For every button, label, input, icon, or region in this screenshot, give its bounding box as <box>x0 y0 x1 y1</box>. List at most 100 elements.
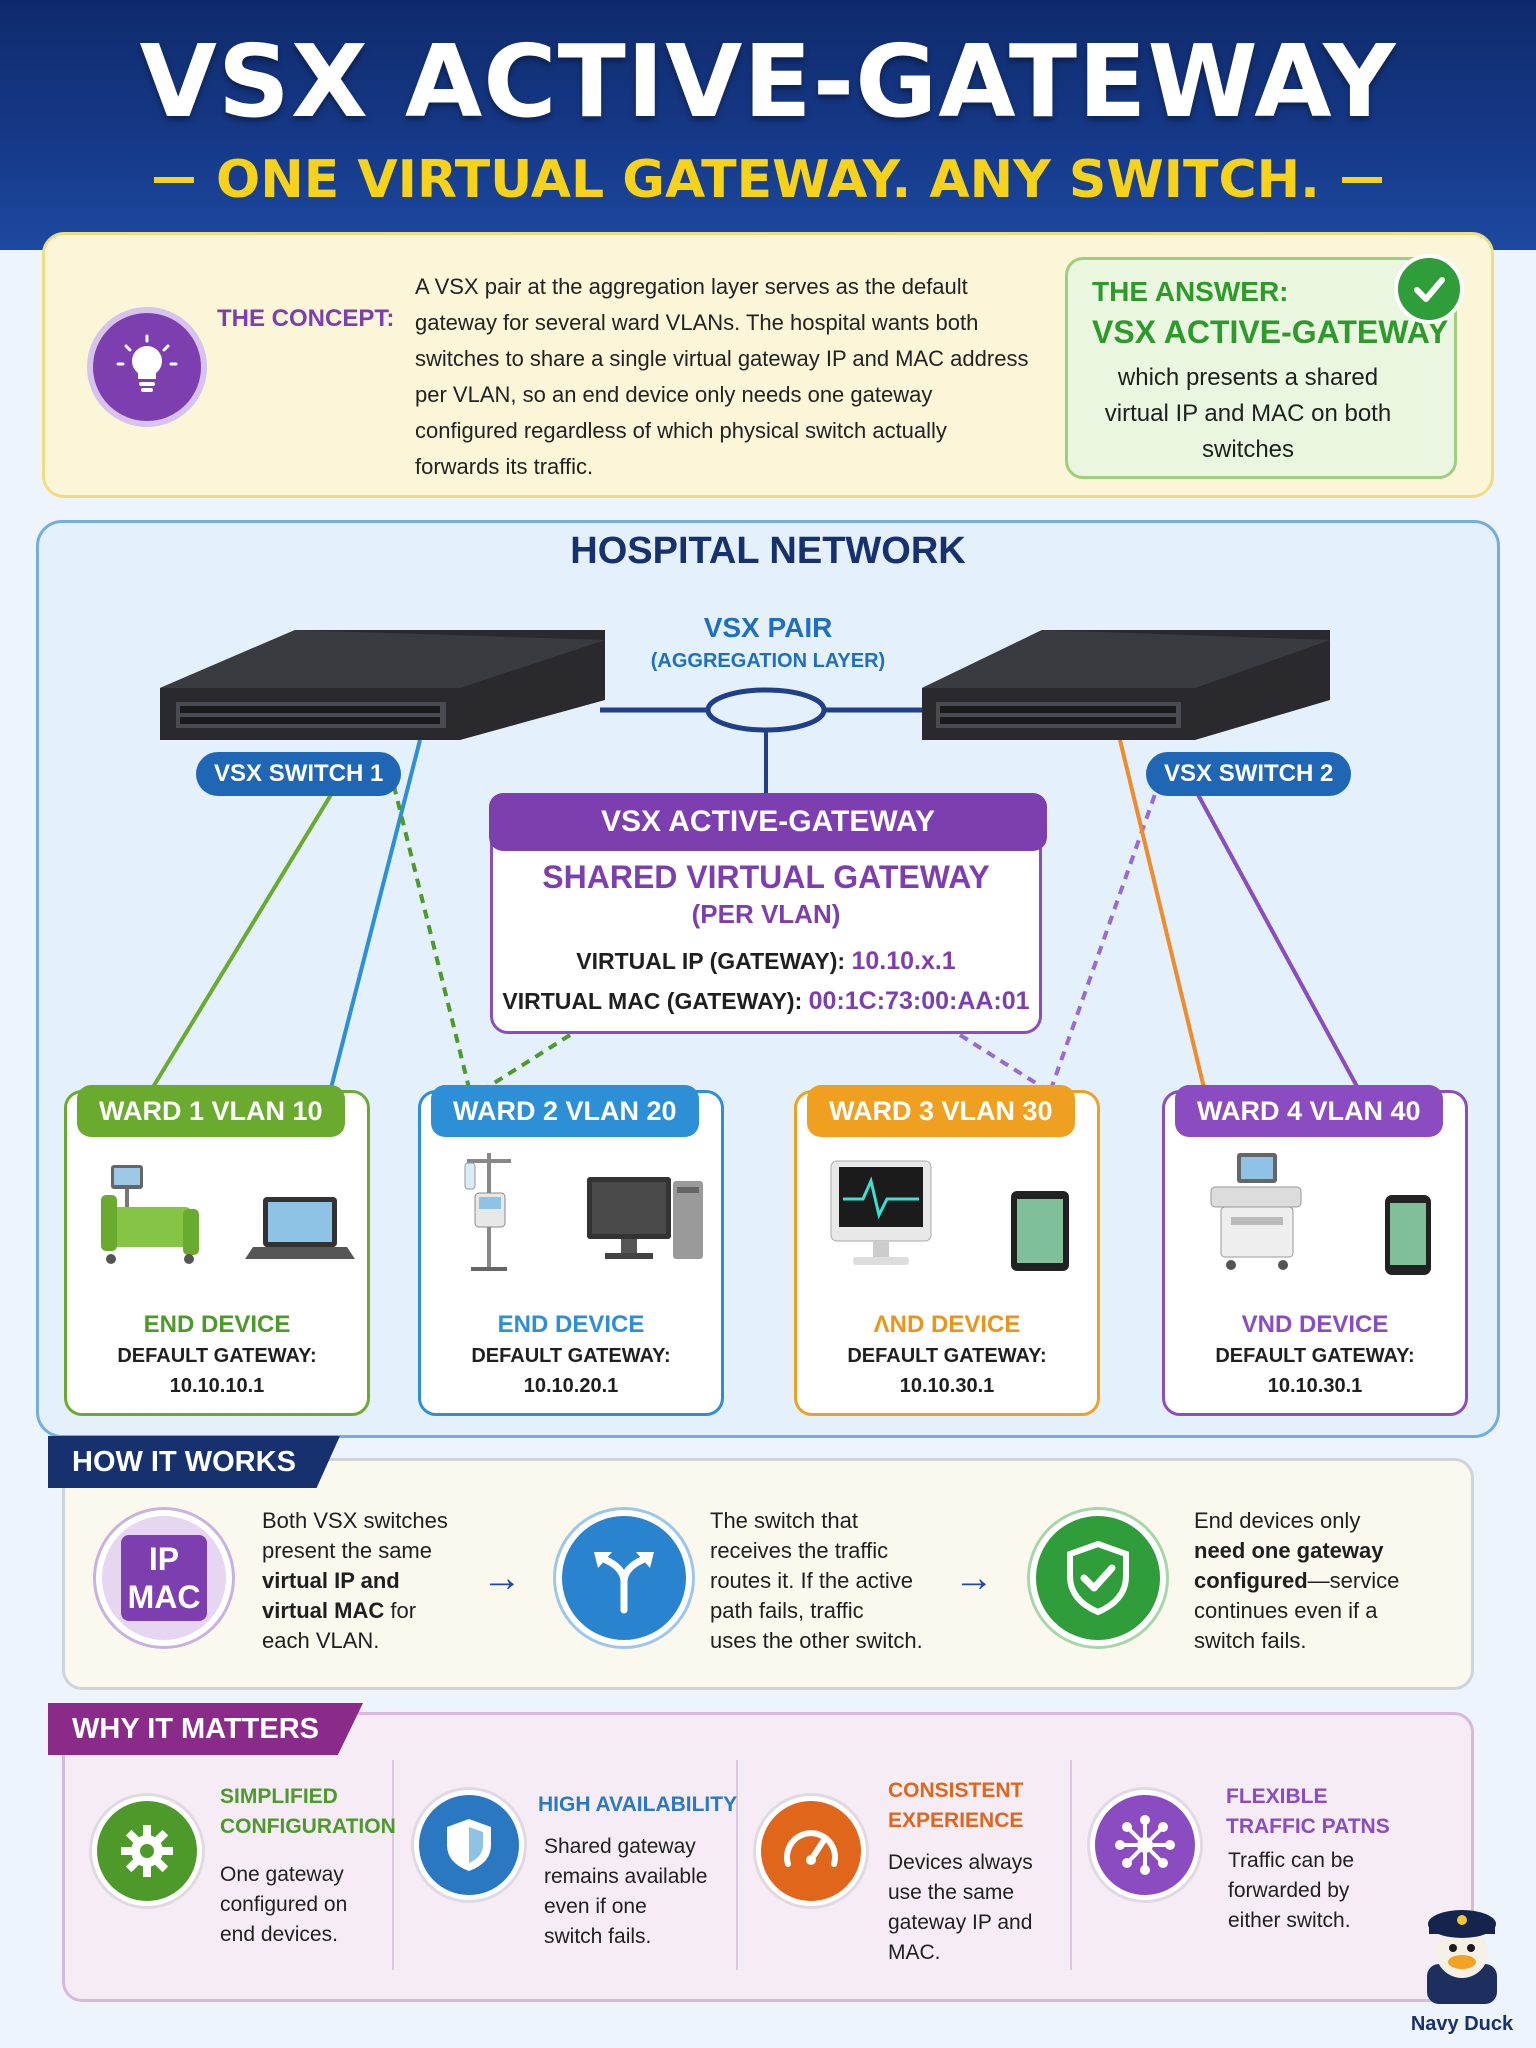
ip-mac-icon: IP MAC <box>96 1510 232 1646</box>
ultrasound-machine-icon <box>1210 1153 1302 1270</box>
smartphone-icon <box>1385 1195 1431 1275</box>
why-3-title-line: EXPERIENCE <box>888 1809 1024 1832</box>
ward-3-gateway-label: DEFAULT GATEWAY: <box>847 1345 1047 1367</box>
network-title: HOSPITAL NETWORK <box>570 530 966 572</box>
ward-3-title: WARD 3 VLAN 30 <box>807 1085 1075 1137</box>
answer-title: VSX ACTIVE-GATEWAY <box>1092 314 1449 350</box>
ward-3-device-label: ɅND DEVICE <box>873 1311 1021 1338</box>
why-4-title: FLEXIBLE TRAFFIC PATNS <box>1226 1782 1390 1842</box>
answer-label: THE ANSWER: <box>1092 276 1289 307</box>
tablet-icon <box>1011 1191 1069 1271</box>
active-gateway-box: VSX ACTIVE-GATEWAY SHARED VIRTUAL GATEWA… <box>489 793 1047 1034</box>
ward-1-gateway-ip: 10.10.10.1 <box>169 1375 265 1397</box>
divider <box>1070 1760 1072 1970</box>
why-4-text-line: Traffic can be <box>1228 1849 1355 1872</box>
why-2-text-line: Shared gateway <box>544 1835 696 1858</box>
how-step-2-line: uses the other switch. <box>710 1628 923 1653</box>
how-step-1-bold: virtual MAC <box>262 1598 385 1623</box>
how-step-3-line: continues even if a <box>1194 1598 1378 1623</box>
arrow-right-icon: → <box>954 1556 994 1600</box>
how-step-1-line: each VLAN. <box>262 1628 380 1653</box>
why-3-text: Devices always use the same gateway IP a… <box>888 1848 1033 1968</box>
how-it-works-tag: HOW IT WORKS <box>48 1436 340 1488</box>
active-gateway-header: VSX ACTIVE-GATEWAY <box>489 793 1047 851</box>
page-title: VSX ACTIVE-GATEWAY <box>139 23 1397 140</box>
why-1-text-line: One gateway <box>220 1863 344 1886</box>
switch-2-label: VSX SWITCH 2 <box>1146 752 1352 796</box>
divider <box>392 1760 394 1970</box>
virtual-mac-value: 00:1C:73:00:AA:01 <box>808 987 1030 1015</box>
vsx-switch-2-image <box>922 630 1330 740</box>
how-step-2-line: path fails, traffic <box>710 1598 864 1623</box>
link-sw1-ward2-backup <box>388 769 472 1093</box>
why-2-text-line: switch fails. <box>544 1925 652 1948</box>
vsx-switch-1-image <box>160 630 605 740</box>
why-it-matters-panel <box>62 1712 1474 2002</box>
how-step-3-bold: need one gateway <box>1194 1538 1384 1563</box>
link-ag-ward2 <box>478 1033 572 1094</box>
why-1-text-line: configured on <box>220 1893 348 1916</box>
gear-icon <box>92 1796 202 1906</box>
brand-name: Navy Duck <box>1410 2013 1514 2035</box>
ward-1-device-label: END DEVICE <box>143 1311 291 1338</box>
ward-4-device-label: VND DEVICE <box>1241 1311 1389 1338</box>
how-step-3-line: End devices only <box>1194 1508 1361 1533</box>
vsx-pair-title: VSX PAIR <box>703 612 833 643</box>
how-step-2-text: The switch that receives the traffic rou… <box>710 1506 923 1656</box>
why-1-title-line: SIMPLIFIED <box>220 1785 338 1808</box>
ward-2-devices <box>464 1153 703 1271</box>
vsx-pair-subtitle: (AGGREGATION LAYER) <box>650 650 886 672</box>
why-3-title-line: CONSISTENT <box>888 1779 1024 1802</box>
ward-2-title: WARD 2 VLAN 20 <box>431 1085 699 1137</box>
isl-link-ring <box>705 687 827 733</box>
why-3-text-line: Devices always <box>888 1851 1033 1874</box>
header: VSX ACTIVE-GATEWAY ONE VIRTUAL GATEWAY. … <box>0 0 1536 250</box>
ward-4-title: WARD 4 VLAN 40 <box>1175 1085 1443 1137</box>
ward-2-card: WARD 2 VLAN 20 END DEVICE DEFAULT GATEWA… <box>418 1085 724 1416</box>
how-step-1-line: for <box>384 1598 417 1623</box>
ward-2-gateway-label: DEFAULT GATEWAY: <box>471 1345 671 1367</box>
speedometer-icon <box>756 1796 866 1906</box>
why-it-matters-tag: WHY IT MATTERS <box>48 1703 364 1755</box>
answer-card: THE ANSWER: VSX ACTIVE-GATEWAY which pre… <box>1065 254 1464 479</box>
why-2-title: HIGH AVAILABILITY <box>538 1793 738 1816</box>
why-4-title-line: TRAFFIC PATNS <box>1226 1815 1390 1838</box>
why-1-text-line: end devices. <box>220 1923 338 1946</box>
how-step-3-text: End devices only need one gateway config… <box>1194 1506 1399 1656</box>
ward-2-gateway-ip: 10.10.20.1 <box>523 1375 619 1397</box>
checkmark-icon <box>1394 254 1464 324</box>
fork-arrows-icon <box>556 1510 692 1646</box>
lightbulb-icon <box>87 307 207 427</box>
switch-1-label: VSX SWITCH 1 <box>196 752 402 796</box>
shield-check-icon <box>1030 1510 1166 1646</box>
why-4-text: Traffic can be forwarded by either switc… <box>1228 1846 1354 1936</box>
shared-gateway-subtitle: (PER VLAN) <box>691 899 841 929</box>
virtual-mac-label: VIRTUAL MAC (GATEWAY): <box>502 988 803 1014</box>
ip-mac-icon-line2: MAC <box>127 1579 201 1615</box>
shared-gateway-title: SHARED VIRTUAL GATEWAY <box>542 859 990 895</box>
virtual-ip-label: VIRTUAL IP (GATEWAY): <box>576 948 846 974</box>
why-3-title: CONSISTENT EXPERIENCE <box>888 1776 1023 1836</box>
link-sw2-ward4 <box>1118 739 1207 1093</box>
why-4-text-line: either switch. <box>1228 1909 1351 1932</box>
desktop-computer-icon <box>587 1177 703 1259</box>
concept-panel: THE CONCEPT: A VSX pair at the aggregati… <box>42 232 1494 498</box>
link-sw1-ward2 <box>328 739 422 1093</box>
ward-1-card: WARD 1 VLAN 10 END DEVICE DEFAULT GATEWA… <box>64 1085 370 1416</box>
ward-4-card: WARD 4 VLAN 40 VND DEVICE DEFAULT GATEWA… <box>1162 1085 1468 1416</box>
why-3-text-line: gateway IP and <box>888 1911 1033 1934</box>
arrow-right-icon: → <box>482 1556 522 1600</box>
divider <box>736 1760 738 1970</box>
shield-icon <box>414 1790 524 1900</box>
why-1-title-line: CONFIGURATION <box>220 1815 396 1838</box>
why-4-title-line: FLEXIBLE <box>1226 1785 1328 1808</box>
iv-pump-icon <box>464 1153 511 1271</box>
how-step-2-line: routes it. If the active <box>710 1568 913 1593</box>
how-step-2-line: receives the traffic <box>710 1538 889 1563</box>
ward-4-gateway-label: DEFAULT GATEWAY: <box>1215 1345 1415 1367</box>
navy-duck-logo <box>1427 1910 1497 2004</box>
how-step-3-bold: configured <box>1194 1568 1308 1593</box>
ward-3-gateway-ip: 10.10.30.1 <box>899 1375 995 1397</box>
brand-badge: Navy Duck <box>1400 1894 1524 2036</box>
how-step-1-line: Both VSX switches <box>262 1508 448 1533</box>
